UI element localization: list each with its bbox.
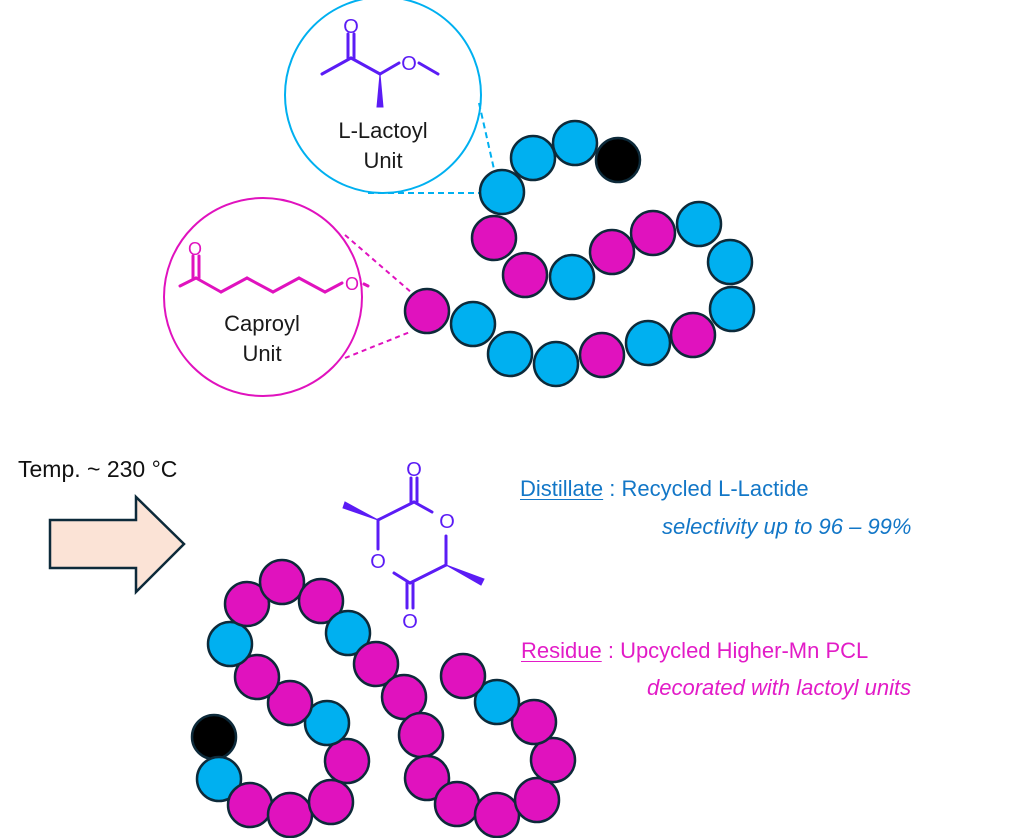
distillate-note: selectivity up to 96 – 99% bbox=[662, 514, 912, 539]
lactoyl-bead bbox=[532, 340, 580, 388]
caproyl-bead bbox=[226, 781, 274, 829]
caproyl-bead bbox=[473, 791, 521, 838]
lactoyl-bead bbox=[486, 330, 534, 378]
caproyl-bead bbox=[266, 679, 314, 727]
chain-end-bead bbox=[190, 713, 238, 761]
distillate-line: Distillate : Recycled L-Lactide bbox=[520, 476, 809, 502]
lactoyl-unit-label: L-Lactoyl Unit bbox=[333, 116, 433, 176]
caproyl-zoom-line-top bbox=[344, 234, 413, 294]
caproyl-bead bbox=[578, 331, 626, 379]
lactoyl-bead bbox=[478, 168, 526, 216]
caproyl-bead bbox=[510, 698, 558, 746]
residue-line: Residue : Upcycled Higher-Mn PCL bbox=[521, 638, 868, 664]
caproyl-bead bbox=[403, 287, 451, 335]
caproyl-bead bbox=[501, 251, 549, 299]
caproyl-bead bbox=[307, 778, 355, 826]
lactoyl-bead bbox=[206, 620, 254, 668]
caproyl-bead bbox=[233, 653, 281, 701]
lactide-ring-oxygen-left: O bbox=[370, 551, 386, 573]
caproyl-bead bbox=[397, 711, 445, 759]
lactoyl-structure bbox=[320, 32, 440, 108]
copolymer-chain bbox=[403, 119, 756, 388]
lactoyl-bead bbox=[551, 119, 599, 167]
caproyl-bead bbox=[529, 736, 577, 784]
lactide-top-oxygen: O bbox=[406, 459, 422, 481]
caproyl-carbonyl-oxygen: O bbox=[188, 239, 202, 259]
caproyl-bead bbox=[403, 754, 451, 802]
residue-chain bbox=[190, 558, 577, 838]
lactoyl-bead bbox=[324, 609, 372, 657]
distillate-heading: Distillate bbox=[520, 476, 604, 501]
lactoyl-bead bbox=[624, 319, 672, 367]
process-arrow bbox=[48, 494, 186, 596]
lactide-ring-oxygen-right: O bbox=[439, 511, 455, 533]
temperature-label: Temp. ~ 230 °C bbox=[18, 456, 178, 482]
caproyl-unit-label: Caproyl Unit bbox=[212, 309, 312, 369]
lactoyl-bead bbox=[509, 134, 557, 182]
lactide-structure bbox=[342, 476, 485, 610]
residue-heading: Residue bbox=[521, 638, 602, 663]
lactoyl-zoom-line-top bbox=[478, 102, 497, 179]
residue-description: Upcycled Higher-Mn PCL bbox=[620, 638, 869, 663]
lactoyl-bead bbox=[449, 300, 497, 348]
caproyl-structure bbox=[178, 254, 370, 294]
caproyl-callout-circle bbox=[163, 197, 363, 397]
caproyl-bead bbox=[470, 214, 518, 262]
caproyl-bead bbox=[588, 228, 636, 276]
residue-separator: : bbox=[601, 638, 621, 663]
lactoyl-bead bbox=[303, 699, 351, 747]
lactoyl-bead bbox=[706, 238, 754, 286]
residue-note: decorated with lactoyl units bbox=[647, 675, 912, 700]
lactoyl-bead bbox=[473, 678, 521, 726]
caproyl-bead bbox=[629, 209, 677, 257]
lactoyl-label-line1: L-Lactoyl bbox=[338, 118, 428, 143]
distillate-description: Recycled L-Lactide bbox=[621, 476, 809, 501]
caproyl-bead bbox=[439, 652, 487, 700]
lactide-bottom-oxygen: O bbox=[402, 611, 418, 633]
caproyl-bead bbox=[380, 673, 428, 721]
lactoyl-bead bbox=[548, 253, 596, 301]
lactoyl-bead bbox=[708, 285, 756, 333]
caproyl-ether-oxygen: O bbox=[345, 274, 359, 294]
caproyl-bead bbox=[258, 558, 306, 606]
caproyl-bead bbox=[513, 776, 561, 824]
caproyl-zoom-line-bottom bbox=[344, 331, 411, 359]
lactoyl-bead bbox=[195, 755, 243, 803]
caproyl-bead bbox=[669, 311, 717, 359]
caproyl-label-line1: Caproyl bbox=[224, 311, 300, 336]
lactoyl-bead bbox=[675, 200, 723, 248]
lactoyl-label-line2: Unit bbox=[363, 148, 403, 173]
caproyl-bead bbox=[352, 640, 400, 688]
caproyl-bead bbox=[266, 791, 314, 838]
caproyl-bead bbox=[223, 580, 271, 628]
caproyl-label-line2: Unit bbox=[242, 341, 282, 366]
caproyl-bead bbox=[433, 780, 481, 828]
chain-end-bead bbox=[594, 136, 642, 184]
lactoyl-carbonyl-oxygen: O bbox=[343, 16, 359, 38]
caproyl-bead bbox=[323, 737, 371, 785]
lactoyl-ether-oxygen: O bbox=[401, 53, 417, 75]
caproyl-bead bbox=[297, 577, 345, 625]
distillate-separator: : bbox=[603, 476, 622, 501]
